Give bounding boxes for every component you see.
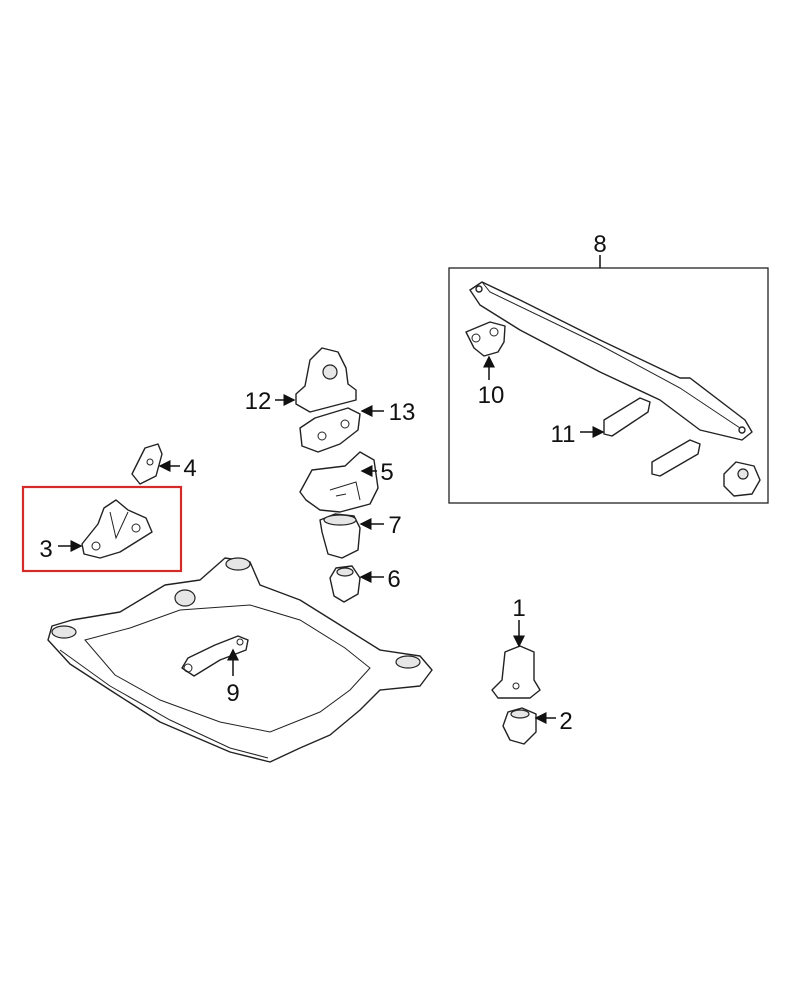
callout-13[interactable]: 13 [389, 399, 416, 426]
part-11-bracket[interactable] [603, 397, 701, 477]
part-9-torque-rod[interactable] [181, 635, 249, 677]
callout-12[interactable]: 12 [245, 388, 272, 415]
part-6-insulator[interactable] [329, 565, 361, 603]
callout-1[interactable]: 1 [512, 595, 525, 622]
part-13-bracket[interactable] [299, 407, 361, 453]
highlight-box-part-3[interactable] [21, 485, 183, 573]
callout-5[interactable]: 5 [380, 459, 393, 486]
callout-4[interactable]: 4 [183, 455, 196, 482]
part-5-mount[interactable] [299, 451, 379, 513]
callout-7[interactable]: 7 [388, 512, 401, 539]
part-4-bracket[interactable] [131, 443, 163, 485]
part-10-mount[interactable] [465, 321, 506, 357]
callout-8[interactable]: 8 [593, 231, 606, 258]
part-8-bushing[interactable] [723, 461, 761, 497]
part-7-insulator[interactable] [319, 513, 361, 559]
callout-10[interactable]: 10 [478, 382, 505, 409]
callout-3[interactable]: 3 [39, 536, 52, 563]
callout-9[interactable]: 9 [226, 680, 239, 707]
part-3-bracket[interactable] [81, 499, 153, 559]
callout-11[interactable]: 11 [551, 421, 576, 448]
subframe[interactable] [47, 557, 433, 763]
part-1-mount[interactable] [491, 645, 541, 699]
part-2-insulator[interactable] [502, 707, 537, 745]
part-8-crossmember[interactable] [469, 281, 753, 441]
part-12-mount[interactable] [295, 347, 357, 413]
assembly-group-box [448, 267, 769, 504]
callout-6[interactable]: 6 [387, 566, 400, 593]
callout-2[interactable]: 2 [559, 708, 572, 735]
